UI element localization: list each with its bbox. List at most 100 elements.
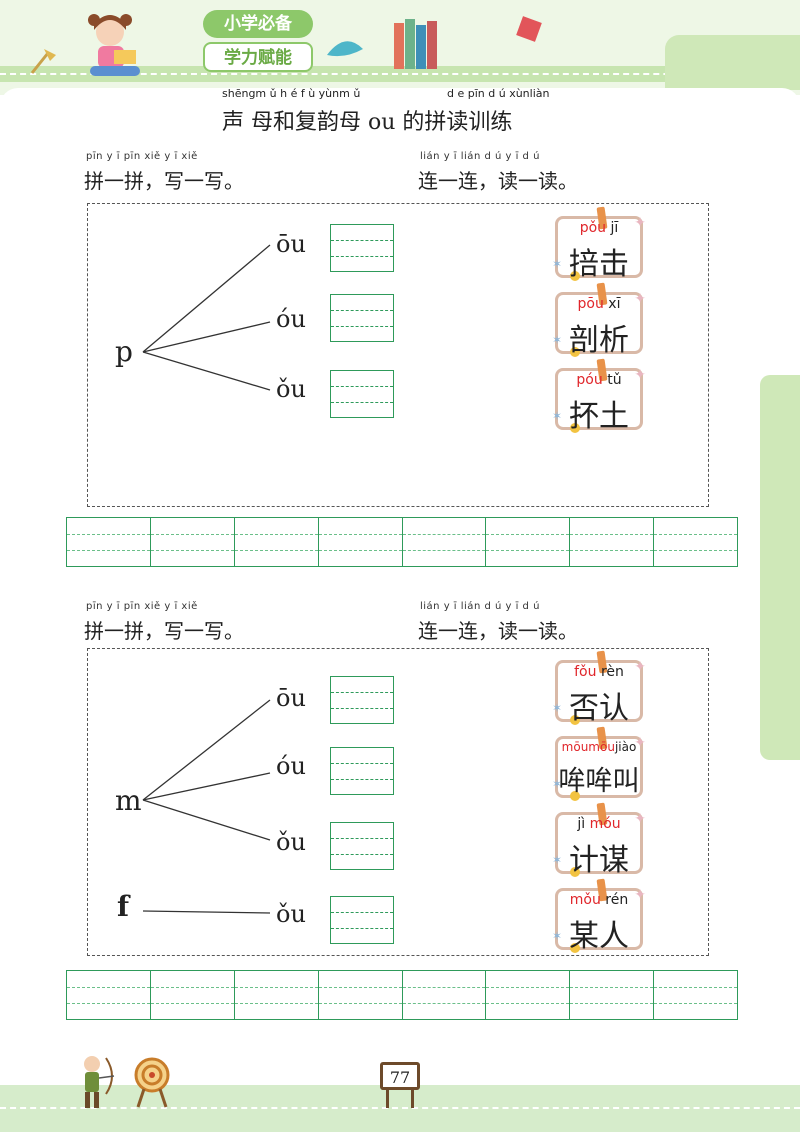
grid-cell[interactable]	[570, 971, 655, 1019]
sparkle-icon: ✶	[552, 701, 563, 715]
section2-write-box-2[interactable]	[330, 747, 394, 795]
card-hanzi: 某人	[569, 919, 629, 954]
header-right-tab	[665, 35, 800, 90]
card-pinyin-1: mōumōu	[561, 740, 615, 754]
card-pinyin-1: pōu	[577, 296, 604, 312]
sparkle-icon: ✶	[552, 777, 563, 791]
card-pinyin-2: rén	[605, 892, 629, 908]
side-tab	[760, 375, 800, 760]
title-pinyin-2: d e pīn d ú xùnliàn	[447, 87, 550, 100]
section2-exercise-box	[87, 648, 709, 956]
word-card[interactable]: ✦ ✶ póu tǔ 抔土	[552, 358, 646, 434]
grid-cell[interactable]	[150, 971, 235, 1019]
section1-writing-grid[interactable]	[66, 517, 738, 567]
logo-line-1: 小学必备	[203, 10, 313, 38]
section1-initial-p: p	[115, 335, 133, 368]
grid-cell[interactable]	[234, 518, 319, 566]
section2-writing-grid[interactable]	[66, 970, 738, 1020]
card-pinyin: fǒu rèn	[558, 664, 640, 680]
section2-right-header: 连一连，读一读。	[418, 619, 578, 643]
page-sheet	[0, 88, 800, 1128]
card-pinyin-2: móu	[589, 816, 621, 832]
section1-write-box-2[interactable]	[330, 294, 394, 342]
card-pinyin-2: xī	[608, 296, 621, 312]
grid-cell[interactable]	[402, 518, 487, 566]
leaf-illustration	[327, 41, 363, 57]
word-card[interactable]: ✦ ✶ mǒu rén 某人	[552, 878, 646, 954]
grid-cell[interactable]	[234, 971, 319, 1019]
card-hanzi: 哞哞叫	[558, 766, 640, 797]
section2-left-header-pinyin: pīn y ī pīn xiě y ī xiě	[86, 601, 198, 612]
brand-logo: 小学必备 学力赋能	[203, 10, 313, 72]
section1-final-2: óu	[276, 305, 306, 333]
grid-cell[interactable]	[486, 518, 571, 566]
dot-icon	[570, 791, 580, 801]
section2-final-3: ǒu	[276, 828, 306, 856]
word-card[interactable]: ✦ ✶ mōumōujiào 哞哞叫	[552, 726, 646, 801]
page-number: 77	[380, 1062, 420, 1090]
footer-road-dash	[0, 1107, 800, 1109]
card-pinyin: pǒu jī	[558, 220, 640, 236]
header-road-dash	[0, 73, 800, 75]
section1-right-header-pinyin: lián y ī lián d ú y ī d ú	[420, 151, 540, 162]
section2-write-box-4[interactable]	[330, 896, 394, 944]
section2-final-2: óu	[276, 752, 306, 780]
section1-exercise-box	[87, 203, 709, 507]
card-pinyin: póu tǔ	[558, 372, 640, 388]
dot-icon	[570, 347, 580, 357]
card-pinyin-2: tǔ	[607, 372, 622, 388]
section2-final-4: ǒu	[276, 900, 306, 928]
sparkle-icon: ✶	[552, 929, 563, 943]
grid-cell[interactable]	[486, 971, 571, 1019]
star-icon: ✦	[634, 735, 646, 751]
dot-icon	[570, 867, 580, 877]
page-title: 声 母和复韵母 ou 的拼读训练	[222, 110, 513, 135]
section2-write-box-3[interactable]	[330, 822, 394, 870]
grid-cell[interactable]	[654, 518, 737, 566]
word-card[interactable]: ✦ ✶ pōu xī 剖析	[552, 282, 646, 358]
grid-cell[interactable]	[150, 518, 235, 566]
card-pinyin: jì móu	[558, 816, 640, 832]
card-hanzi: 掊击	[569, 247, 629, 282]
dot-icon	[570, 943, 580, 953]
section2-final-1: ōu	[276, 684, 306, 712]
grid-cell[interactable]	[654, 971, 737, 1019]
section2-write-box-1[interactable]	[330, 676, 394, 724]
card-pinyin-1: póu	[576, 372, 603, 388]
card-pinyin-1: jì	[577, 816, 586, 832]
word-card[interactable]: ✦ ✶ jì móu 计谋	[552, 802, 646, 878]
grid-cell[interactable]	[570, 518, 655, 566]
dot-icon	[570, 423, 580, 433]
card-pinyin-2: jī	[610, 220, 619, 236]
grid-cell[interactable]	[67, 971, 151, 1019]
star-icon: ✦	[634, 811, 646, 827]
card-pinyin-1: pǒu	[579, 220, 607, 236]
archer-illustration	[84, 1056, 115, 1108]
section1-write-box-3[interactable]	[330, 370, 394, 418]
section2-right-header-pinyin: lián y ī lián d ú y ī d ú	[420, 601, 540, 612]
word-card[interactable]: ✦ ✶ pǒu jī 掊击	[552, 206, 646, 282]
word-card[interactable]: ✦ ✶ fǒu rèn 否认	[552, 650, 646, 726]
card-pinyin-2: jiào	[614, 740, 637, 754]
dot-icon	[570, 271, 580, 281]
section1-write-box-1[interactable]	[330, 224, 394, 272]
grid-cell[interactable]	[318, 518, 403, 566]
red-book-illustration	[516, 16, 542, 42]
logo-line-2: 学力赋能	[203, 42, 313, 72]
grid-cell[interactable]	[67, 518, 151, 566]
card-pinyin: pōu xī	[558, 296, 640, 312]
section1-final-3: ǒu	[276, 375, 306, 403]
star-icon: ✦	[634, 367, 646, 383]
section1-final-1: ōu	[276, 230, 306, 258]
sparkle-icon: ✶	[552, 853, 563, 867]
section1-right-header: 连一连，读一读。	[418, 169, 578, 193]
books-illustration	[394, 19, 437, 69]
section2-initial-m: m	[115, 784, 142, 817]
sparkle-icon: ✶	[552, 257, 563, 271]
lamp-illustration	[30, 49, 56, 74]
card-pinyin-2: rèn	[600, 664, 624, 680]
grid-cell[interactable]	[318, 971, 403, 1019]
girl-reading-illustration	[88, 14, 140, 76]
grid-cell[interactable]	[402, 971, 487, 1019]
